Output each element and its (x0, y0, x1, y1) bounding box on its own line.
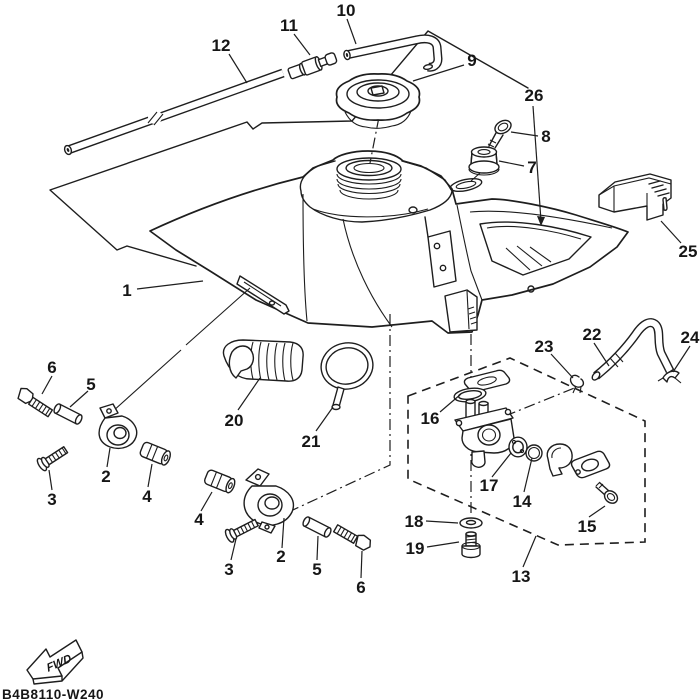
o-ring (525, 444, 543, 462)
leader-line-14 (523, 457, 533, 493)
fuel-cock (454, 398, 515, 468)
hose-joint (287, 52, 338, 80)
callout-24[interactable]: 24 (681, 328, 700, 347)
leader-line-7 (498, 160, 525, 167)
filter-disc (508, 436, 528, 458)
leader-line-9 (412, 64, 465, 82)
callout-15[interactable]: 15 (578, 517, 597, 536)
hose-centerline (504, 386, 578, 417)
callout-14[interactable]: 14 (513, 492, 532, 511)
tank-bottom-bracket (444, 289, 478, 333)
callout-23[interactable]: 23 (535, 337, 554, 356)
leader-line-15 (588, 505, 606, 518)
callout-17[interactable]: 17 (480, 476, 499, 495)
callout-16[interactable]: 16 (421, 409, 440, 428)
rubber-sleeve (222, 339, 304, 382)
leader-line-25 (660, 220, 682, 244)
callout-7[interactable]: 7 (527, 158, 536, 177)
fuel-cap (335, 73, 421, 129)
cap-centerline (369, 116, 380, 164)
callout-2[interactable]: 2 (276, 547, 285, 566)
leader-line-4 (147, 463, 153, 488)
leader-line-21 (315, 406, 334, 432)
leader-line-19 (426, 541, 460, 548)
leader-line-13 (522, 535, 537, 568)
callout-5[interactable]: 5 (86, 375, 95, 394)
callout-11[interactable]: 11 (280, 16, 298, 35)
drain-washer (459, 517, 483, 529)
cover-nut (468, 146, 500, 176)
gasket (453, 387, 487, 403)
breather-hose (63, 68, 285, 156)
callout-21[interactable]: 21 (302, 432, 321, 451)
mount-line-center (281, 314, 391, 516)
leader-line-2 (281, 517, 285, 549)
callout-10[interactable]: 10 (337, 1, 356, 20)
leader-line-24 (672, 345, 691, 373)
callout-25[interactable]: 25 (679, 242, 698, 261)
callout-4[interactable]: 4 (194, 510, 204, 529)
callout-9[interactable]: 9 (467, 51, 476, 70)
callout-20[interactable]: 20 (225, 411, 244, 430)
part-code: B4B8110-W240 (2, 687, 104, 700)
leader-line-23 (550, 353, 574, 379)
fuel-hose (591, 318, 675, 381)
fuel-cock-assembly (453, 369, 619, 504)
leader-line-6 (41, 375, 53, 395)
callout-3[interactable]: 3 (224, 560, 233, 579)
callout-26[interactable]: 26 (525, 86, 544, 105)
cover-screw-hole (449, 177, 483, 193)
leader-line-4 (200, 491, 213, 512)
drain-bolt (461, 531, 481, 559)
callout-18[interactable]: 18 (405, 512, 424, 531)
plate-screw (595, 481, 619, 504)
callout-2[interactable]: 2 (101, 467, 110, 486)
clamp-ring (320, 342, 374, 411)
tank-bracket-left (17, 387, 172, 472)
callout-1[interactable]: 1 (122, 281, 131, 300)
fuel-cock-assembly-box (407, 357, 646, 546)
callout-22[interactable]: 22 (583, 325, 602, 344)
leader-line-11 (293, 33, 311, 56)
leader-line-1 (136, 280, 204, 290)
callout-6[interactable]: 6 (47, 358, 56, 377)
callout-12[interactable]: 12 (212, 36, 231, 55)
callout-19[interactable]: 19 (406, 539, 425, 558)
bent-pipe (343, 34, 443, 72)
leader-line-10 (346, 18, 357, 45)
callout-6[interactable]: 6 (356, 578, 365, 597)
leader-line-5 (69, 390, 89, 408)
leader-line-18 (425, 520, 459, 524)
leader-line-3 (48, 469, 53, 491)
mount-line-left (111, 287, 251, 413)
leader-line-2 (106, 447, 111, 468)
leader-line-6 (360, 550, 363, 579)
callout-5[interactable]: 5 (312, 560, 321, 579)
callout-8[interactable]: 8 (541, 127, 550, 146)
hose-clip-rear (657, 370, 682, 384)
fuel-tank (149, 116, 629, 334)
hose-clip-front (569, 374, 585, 394)
lever-plate (570, 450, 611, 479)
cock-lever (546, 443, 573, 477)
guide-bracket (598, 173, 672, 221)
cover-screw (487, 119, 512, 149)
callout-13[interactable]: 13 (512, 567, 531, 586)
leader-line-26 (532, 105, 542, 222)
callout-layer: 1223344556678910111213141516171819202122… (41, 1, 700, 597)
leader-line-12 (228, 53, 248, 84)
leader-line-22 (593, 342, 610, 367)
leader-line-20 (237, 377, 261, 411)
callout-3[interactable]: 3 (47, 490, 56, 509)
leader-line-3 (230, 538, 237, 561)
tank-bracket-center (203, 468, 372, 551)
leader-line-16 (439, 393, 462, 413)
fwd-arrow: FWD (26, 639, 84, 685)
callout-4[interactable]: 4 (142, 487, 152, 506)
leader-line-5 (316, 535, 319, 561)
leader-line-8 (510, 131, 539, 137)
leader-line-17 (491, 452, 512, 478)
